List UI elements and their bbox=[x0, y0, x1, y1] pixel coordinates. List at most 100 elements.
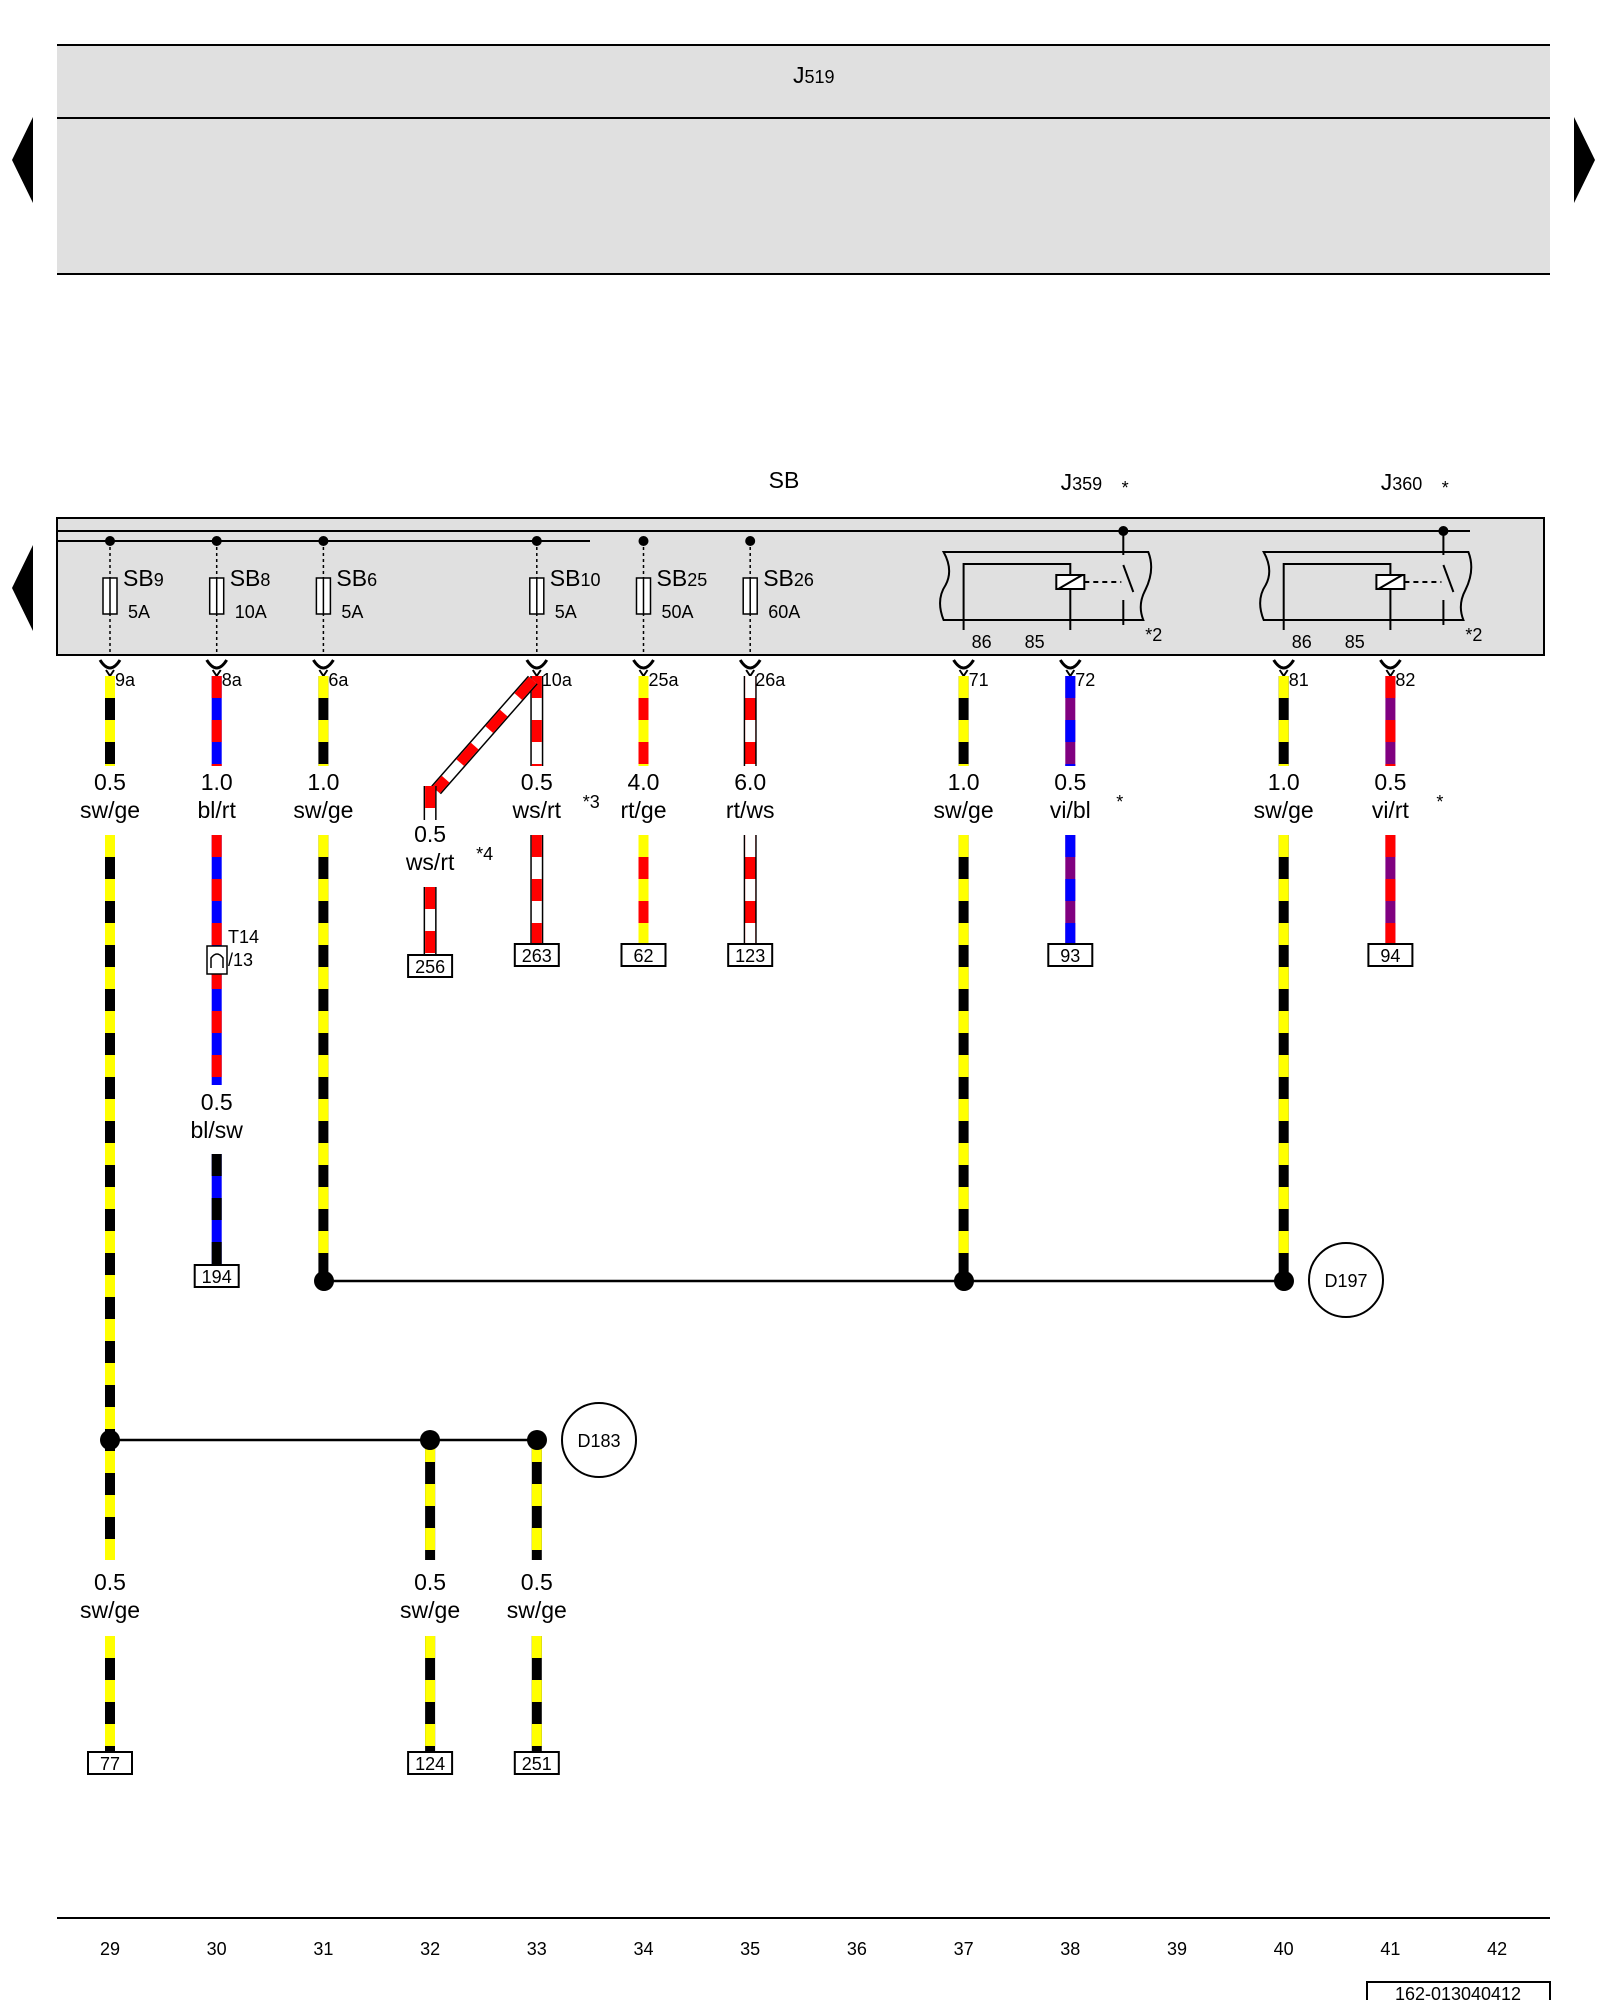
relay-optional-mark: * bbox=[1442, 478, 1449, 498]
fuse-name: SB10 bbox=[550, 565, 601, 591]
pin-9a: 9a bbox=[98, 659, 136, 690]
wire-color-code: bl/rt bbox=[198, 797, 237, 823]
doc-number: 162-013040412 bbox=[1395, 1984, 1521, 2000]
wire-label: 0.5sw/ge bbox=[507, 1569, 567, 1623]
wire-footnote: *3 bbox=[583, 792, 600, 812]
column-number: 41 bbox=[1380, 1939, 1400, 1959]
wire-label: 0.5sw/ge bbox=[400, 1569, 460, 1623]
pin-8a: 8a bbox=[205, 659, 243, 690]
wire-size: 0.5 bbox=[521, 769, 553, 795]
reference-label: 263 bbox=[522, 946, 552, 966]
ground-point-d197-label: D197 bbox=[1324, 1271, 1367, 1291]
wire-footnote: * bbox=[1436, 792, 1443, 812]
wire-color-code: sw/ge bbox=[293, 797, 353, 823]
pin-cup-icon bbox=[738, 659, 762, 670]
pin-label: 82 bbox=[1395, 670, 1415, 690]
wire-label: 0.5vi/rt* bbox=[1372, 769, 1444, 823]
reference-label: 256 bbox=[415, 957, 445, 977]
connector-name: T14 bbox=[228, 927, 259, 947]
reference-263[interactable]: 263 bbox=[513, 943, 560, 967]
column-number: 42 bbox=[1487, 1939, 1507, 1959]
fuse-rating: 5A bbox=[341, 602, 363, 622]
prev-page-arrow-icon[interactable] bbox=[12, 117, 33, 203]
fuse-panel: SB SB95ASB810ASB65ASB105ASB2550ASB2660A … bbox=[12, 467, 1545, 656]
wire-size: 0.5 bbox=[1054, 769, 1086, 795]
relay-name: J359 bbox=[1061, 469, 1103, 495]
reference-194[interactable]: 194 bbox=[193, 1264, 240, 1288]
reference-251[interactable]: 251 bbox=[513, 1751, 560, 1775]
wire-color-code: sw/ge bbox=[400, 1597, 460, 1623]
wire-color-code: rt/ge bbox=[620, 797, 666, 823]
fuse-rating: 10A bbox=[235, 602, 267, 622]
prev-panel-arrow-icon[interactable] bbox=[12, 545, 33, 631]
wire-size: 4.0 bbox=[628, 769, 660, 795]
ground-point-d197 bbox=[1308, 1242, 1384, 1318]
wire-color-code: sw/ge bbox=[80, 797, 140, 823]
fuse-sb10: SB10 5A bbox=[529, 536, 601, 655]
control-unit-label: J519 bbox=[793, 62, 835, 88]
pin-cup-icon bbox=[632, 659, 655, 670]
next-page-arrow-icon[interactable] bbox=[1574, 117, 1595, 203]
reference-label: 93 bbox=[1060, 946, 1080, 966]
reference-94[interactable]: 94 bbox=[1367, 943, 1414, 967]
ground-point-d183 bbox=[561, 1402, 637, 1478]
wire-color-code: sw/ge bbox=[934, 797, 994, 823]
reference-123[interactable]: 123 bbox=[727, 943, 774, 967]
junction-dot bbox=[420, 1430, 440, 1450]
connector-t14: T14 /13 bbox=[206, 927, 259, 975]
wire-label: 4.0rt/ge bbox=[620, 769, 666, 823]
relay-housing bbox=[1259, 551, 1473, 621]
pin-cup-icon bbox=[1059, 659, 1082, 670]
connector-pin-icon bbox=[210, 953, 224, 968]
relay-pin-label: 85 bbox=[1025, 632, 1045, 652]
column-number: 35 bbox=[740, 1939, 760, 1959]
pin-cup-icon bbox=[312, 659, 335, 670]
reference-124[interactable]: 124 bbox=[407, 1751, 454, 1775]
pin-cup-icon bbox=[205, 659, 228, 670]
wire-size: 0.5 bbox=[521, 1569, 553, 1595]
column-number: 39 bbox=[1167, 1939, 1187, 1959]
fuse-panel-box bbox=[56, 517, 1545, 656]
control-unit-header: J519 bbox=[12, 44, 1595, 275]
column-number: 32 bbox=[420, 1939, 440, 1959]
wire-size: 0.5 bbox=[1374, 769, 1406, 795]
wire-size: 0.5 bbox=[94, 769, 126, 795]
pin-cup-icon bbox=[525, 659, 549, 670]
reference-label: 94 bbox=[1380, 946, 1400, 966]
pin-cup-icon bbox=[1379, 659, 1402, 670]
wire-label: 0.5sw/ge bbox=[80, 769, 140, 823]
wire-footnote: *4 bbox=[476, 844, 493, 864]
fuse-rating: 5A bbox=[128, 602, 150, 622]
reference-256[interactable]: 256 bbox=[407, 954, 454, 978]
reference-77[interactable]: 77 bbox=[87, 1751, 133, 1775]
wire-color-code: sw/ge bbox=[507, 1597, 567, 1623]
wire-label: 1.0sw/ge bbox=[293, 769, 353, 823]
relay-contact-icon bbox=[1442, 564, 1455, 593]
doc-number-box bbox=[1366, 1981, 1551, 2000]
pin-label: 26a bbox=[755, 670, 786, 690]
reference-93[interactable]: 93 bbox=[1047, 943, 1094, 967]
pin-label: 25a bbox=[649, 670, 680, 690]
wire-label: 1.0sw/ge bbox=[934, 769, 994, 823]
column-number: 40 bbox=[1274, 1939, 1294, 1959]
pin-cup-icon bbox=[98, 659, 122, 670]
column-number: 29 bbox=[100, 1939, 120, 1959]
pin-label: 6a bbox=[328, 670, 349, 690]
wire-label: 0.5bl/sw bbox=[190, 1089, 243, 1143]
wire-label: 6.0rt/ws bbox=[726, 769, 775, 823]
wire-color-code: ws/rt bbox=[405, 849, 455, 875]
wire-size: 1.0 bbox=[307, 769, 339, 795]
wire-footnote: * bbox=[1116, 792, 1123, 812]
reference-label: 251 bbox=[522, 1754, 552, 1774]
column-number: 38 bbox=[1060, 1939, 1080, 1959]
junction-dot bbox=[100, 1430, 120, 1450]
fuse-rating: 5A bbox=[555, 602, 577, 622]
reference-label: 77 bbox=[100, 1754, 120, 1774]
reference-62[interactable]: 62 bbox=[620, 943, 667, 967]
